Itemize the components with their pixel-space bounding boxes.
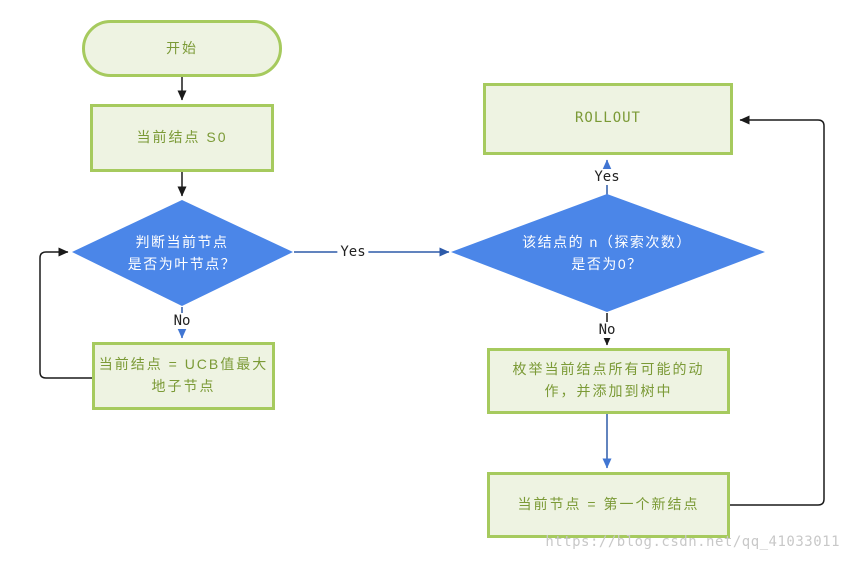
edge-label-n-no: No xyxy=(595,322,619,338)
csdn-watermark: https://blog.csdn.net/qq_41033011 xyxy=(545,534,840,550)
edge-label-leaf-no: No xyxy=(170,313,194,329)
start-node: 开始 xyxy=(82,20,282,77)
first-new-node: 当前节点 = 第一个新结点 xyxy=(487,472,730,538)
enumerate-actions-node: 枚举当前结点所有可能的动 作，并添加到树中 xyxy=(487,348,730,414)
rollout-node: ROLLOUT xyxy=(483,83,733,155)
edge-label-n-yes: Yes xyxy=(591,169,623,185)
current-node-s0: 当前结点 S0 xyxy=(90,104,274,172)
edge-ucb-loop xyxy=(39,247,92,379)
ucb-node: 当前结点 = UCB值最大 地子节点 xyxy=(92,342,275,410)
edge-new-node-to-rollout xyxy=(730,115,825,506)
n-decision-diamond xyxy=(451,194,765,312)
edge-label-leaf-yes: Yes xyxy=(337,244,369,260)
leaf-decision-diamond xyxy=(72,200,293,306)
